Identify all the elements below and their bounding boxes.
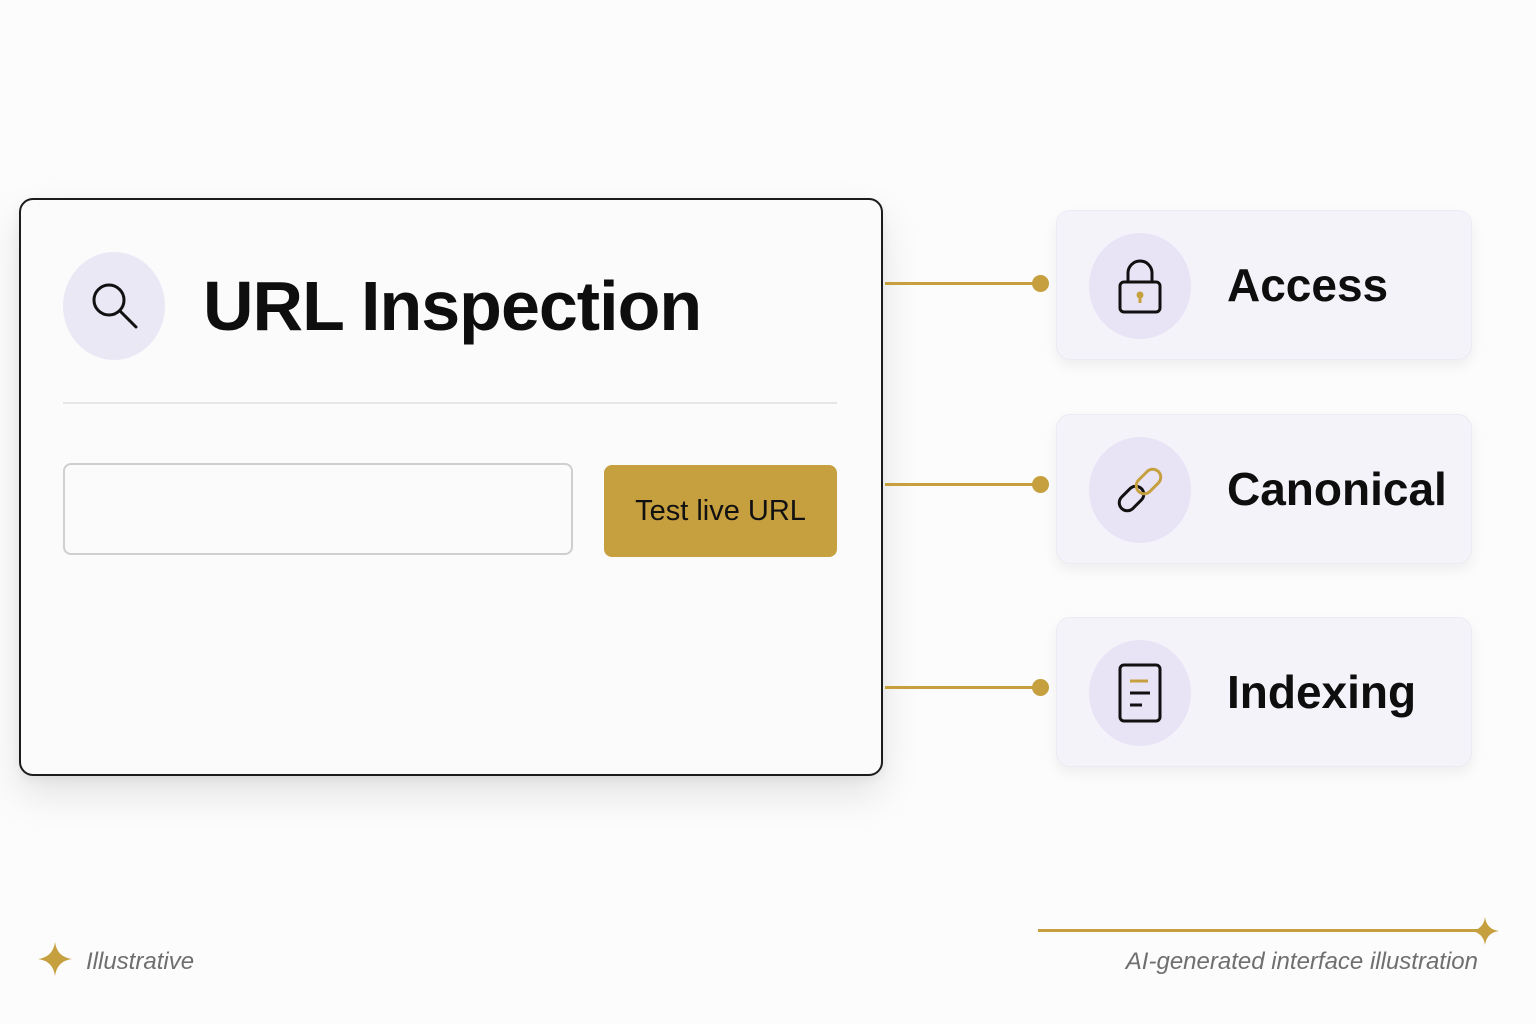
link-icon [1089,437,1191,543]
lock-icon [1089,233,1191,339]
page-title: URL Inspection [203,267,702,345]
connector-dot-access [1032,275,1049,292]
footer-ai-generated-label: AI-generated interface illustration [1125,948,1478,975]
feature-label-canonical: Canonical [1227,463,1447,515]
search-icon [63,252,165,360]
footer-illustrative-label: Illustrative [86,948,195,975]
feature-label-access: Access [1227,259,1389,311]
connector-line-access [885,282,1041,285]
document-icon [1089,640,1191,746]
url-inspection-panel: URL Inspection Test live URL [19,198,883,776]
connector-dot-canonical [1032,476,1049,493]
feature-card-canonical[interactable]: Canonical [1056,414,1472,564]
connector-dot-indexing [1032,679,1049,696]
feature-label-indexing: Indexing [1227,666,1417,718]
url-input[interactable] [63,463,573,555]
test-live-url-button[interactable]: Test live URL [604,465,837,557]
feature-card-access[interactable]: Access [1056,210,1472,360]
sparkle-icon [1471,917,1499,945]
connector-line-indexing [885,686,1041,689]
feature-card-indexing[interactable]: Indexing [1056,617,1472,767]
divider [63,402,837,404]
connector-line-canonical [885,483,1041,486]
sparkle-icon [38,942,72,976]
footer-accent-line [1038,929,1478,932]
